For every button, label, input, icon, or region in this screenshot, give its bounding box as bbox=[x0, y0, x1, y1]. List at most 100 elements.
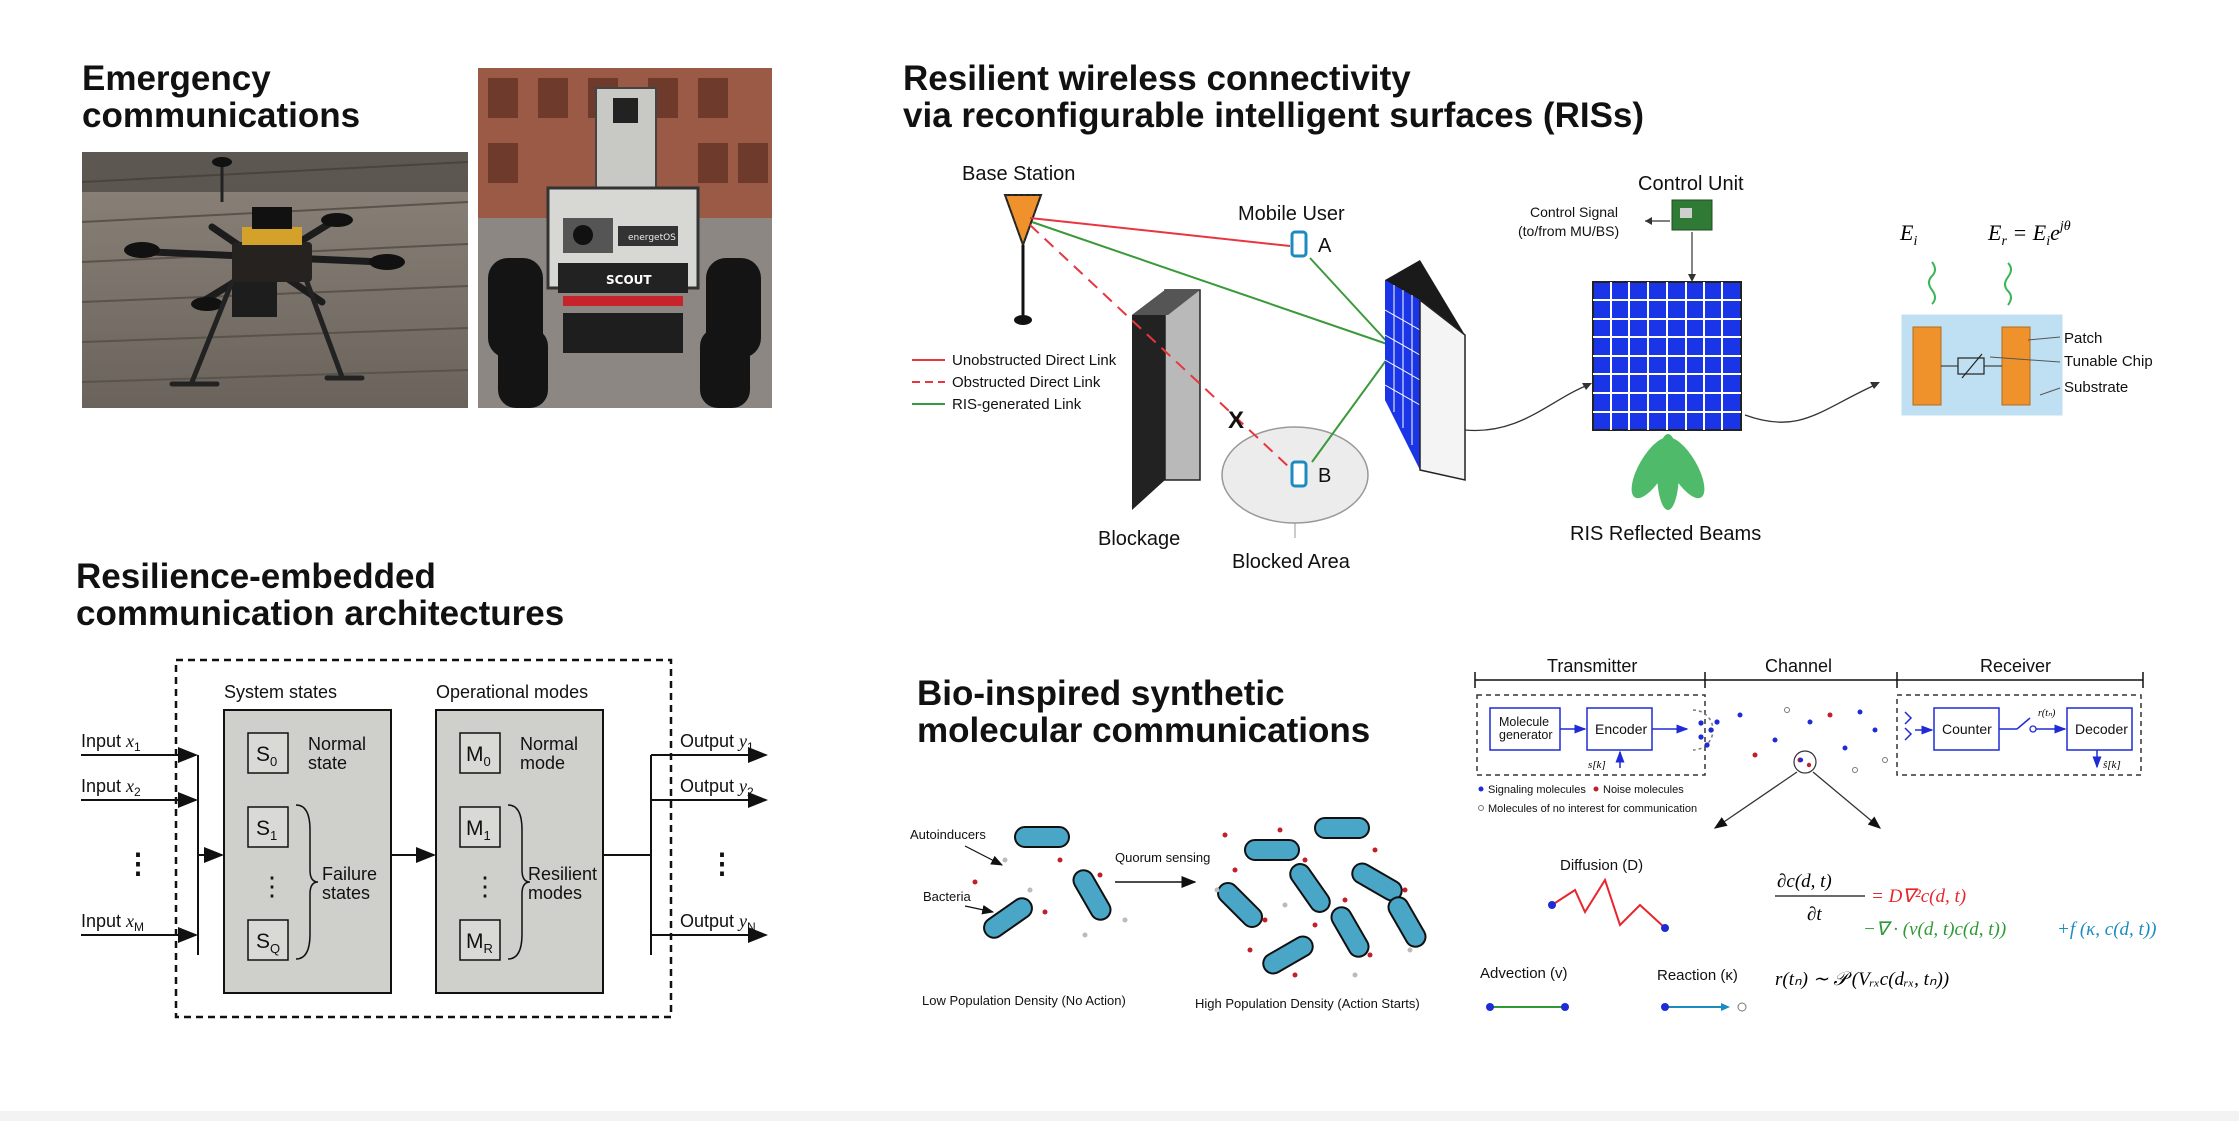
mode-m0 bbox=[459, 732, 501, 774]
base-station-icon bbox=[1003, 194, 1043, 325]
rover-tag: energetOS bbox=[628, 233, 676, 243]
legend-signaling: Signaling molecules bbox=[1488, 784, 1586, 796]
svg-text:S1: S1 bbox=[256, 817, 277, 843]
state-s1 bbox=[247, 806, 289, 848]
decoder-box bbox=[2066, 707, 2133, 751]
reflected-beams-label: RIS Reflected Beams bbox=[1570, 523, 1761, 545]
counter-label: Counter bbox=[1942, 721, 1992, 737]
unit-cell bbox=[1901, 314, 2063, 416]
autoinducers-label: Autoinducers bbox=[910, 827, 986, 842]
control-signal-label: Control Signal bbox=[1530, 204, 1618, 220]
drone-image bbox=[82, 152, 468, 408]
blocked-area-label: Blocked Area bbox=[1232, 551, 1351, 573]
system-states-label: System states bbox=[224, 682, 337, 702]
state-s0 bbox=[247, 732, 289, 774]
channel-label: Channel bbox=[1765, 656, 1832, 676]
control-signal-sub: (to/from MU/BS) bbox=[1518, 223, 1619, 239]
input-1-label: Input x1 bbox=[81, 731, 141, 754]
architecture-title: Resilience-embedded communication archit… bbox=[76, 557, 565, 633]
substrate-label: Substrate bbox=[2064, 379, 2128, 396]
mobile-user-label: Mobile User bbox=[1238, 203, 1345, 225]
inputs-ellipsis: ⋮ bbox=[124, 848, 152, 879]
blocked-mark: X bbox=[1228, 407, 1244, 434]
ris-link-in bbox=[1031, 221, 1391, 346]
blockage-wall bbox=[1132, 289, 1201, 510]
encoder-box bbox=[1586, 707, 1653, 751]
rover-image: energetOS SCOUT bbox=[478, 68, 772, 408]
modes-ellipsis: ⋮ bbox=[472, 871, 498, 901]
emergency-title: Emergency communications bbox=[82, 59, 361, 135]
input-2-label: Input x2 bbox=[81, 776, 141, 799]
user-b-label: B bbox=[1318, 465, 1331, 487]
diffusion-path bbox=[1551, 877, 1666, 929]
link-legend: Unobstructed Direct Link Obstructed Dire… bbox=[912, 352, 1117, 413]
architecture-frame bbox=[174, 658, 673, 1019]
control-unit-label: Control Unit bbox=[1638, 173, 1744, 195]
diffusion-label: Diffusion (D) bbox=[1560, 857, 1643, 874]
outputs-ellipsis: ⋮ bbox=[708, 848, 736, 879]
footer-band bbox=[0, 1111, 2239, 1121]
user-a-label: A bbox=[1318, 235, 1332, 257]
input-m-label: Input xM bbox=[81, 911, 144, 934]
quorum-sensing-label: Quorum sensing bbox=[1115, 850, 1210, 865]
legend-unobstructed: Unobstructed Direct Link bbox=[952, 352, 1117, 369]
blockage-label: Blockage bbox=[1098, 528, 1180, 550]
operational-modes-label: Operational modes bbox=[436, 682, 588, 702]
rover-photo: energetOS SCOUT bbox=[478, 68, 772, 408]
receiver-frame bbox=[1896, 694, 2142, 776]
eq-rhs-diffusion: = D∇²c(d, t) bbox=[1871, 886, 1966, 907]
mode-mr bbox=[459, 919, 501, 961]
ris-grid bbox=[1592, 281, 1742, 431]
architecture-diagram: System states Operational modes S0 Norma… bbox=[81, 658, 768, 1019]
drone-photo bbox=[82, 152, 468, 408]
low-density-bacteria bbox=[972, 826, 1128, 939]
sk-label: s[k] bbox=[1588, 759, 1606, 771]
encoder-label: Encoder bbox=[1595, 721, 1647, 737]
output-2-label: Output y2 bbox=[680, 776, 754, 799]
shat-label: ŝ[k] bbox=[2103, 759, 2121, 771]
mode-m1 bbox=[459, 806, 501, 848]
base-station-label: Base Station bbox=[962, 163, 1075, 185]
channel-molecules bbox=[1737, 707, 1888, 773]
ris-diagram: Base Station Mobile User A B Blocked Are… bbox=[912, 163, 2153, 573]
rover-brand: SCOUT bbox=[606, 273, 652, 287]
high-density-bacteria bbox=[1214, 817, 1427, 978]
decoder-label: Decoder bbox=[2075, 721, 2128, 737]
svg-text:M0: M0 bbox=[466, 743, 491, 769]
low-density-label: Low Population Density (No Action) bbox=[922, 993, 1126, 1008]
state-sq bbox=[247, 919, 289, 961]
svg-text:MR: MR bbox=[466, 930, 493, 956]
counter-box bbox=[1933, 707, 2000, 751]
er-equation: Er = Eiejθ bbox=[1987, 219, 2071, 249]
ris-panel bbox=[1384, 260, 1466, 481]
output-1-label: Output y1 bbox=[680, 731, 754, 754]
legend-ris-link: RIS-generated Link bbox=[952, 396, 1082, 413]
phone-b-icon bbox=[1290, 460, 1308, 488]
eq-rhs-reaction: +f (κ, c(d, t)) bbox=[2057, 919, 2157, 940]
legend-obstructed: Obstructed Direct Link bbox=[952, 374, 1101, 391]
eq-poisson: r(tₙ) ∼ 𝒫 (Vᵣₓc(dᵣₓ, tₙ)) bbox=[1775, 969, 1949, 990]
advection-label: Advection (v) bbox=[1480, 965, 1568, 982]
svg-text:M1: M1 bbox=[466, 817, 491, 843]
rtn-label: r(tₙ) bbox=[2038, 708, 2056, 719]
bacteria-label: Bacteria bbox=[923, 889, 971, 904]
receiver-label: Receiver bbox=[1980, 656, 2051, 676]
molecular-title: Bio-inspired synthetic molecular communi… bbox=[917, 674, 1371, 750]
tunable-chip-label: Tunable Chip bbox=[2064, 353, 2153, 370]
reaction-label: Reaction (κ) bbox=[1657, 967, 1738, 984]
legend-noise: Noise molecules bbox=[1603, 784, 1684, 796]
states-ellipsis: ⋮ bbox=[259, 871, 285, 901]
transmitter-label: Transmitter bbox=[1547, 656, 1637, 676]
ris-title: Resilient wireless connectivity via reco… bbox=[903, 59, 1645, 135]
reflected-beams bbox=[1631, 434, 1705, 510]
legend-no-interest: Molecules of no interest for communicati… bbox=[1488, 803, 1697, 815]
ei-symbol: Ei bbox=[1899, 220, 1917, 249]
output-n-label: Output yN bbox=[680, 911, 756, 934]
high-density-label: High Population Density (Action Starts) bbox=[1195, 996, 1420, 1011]
